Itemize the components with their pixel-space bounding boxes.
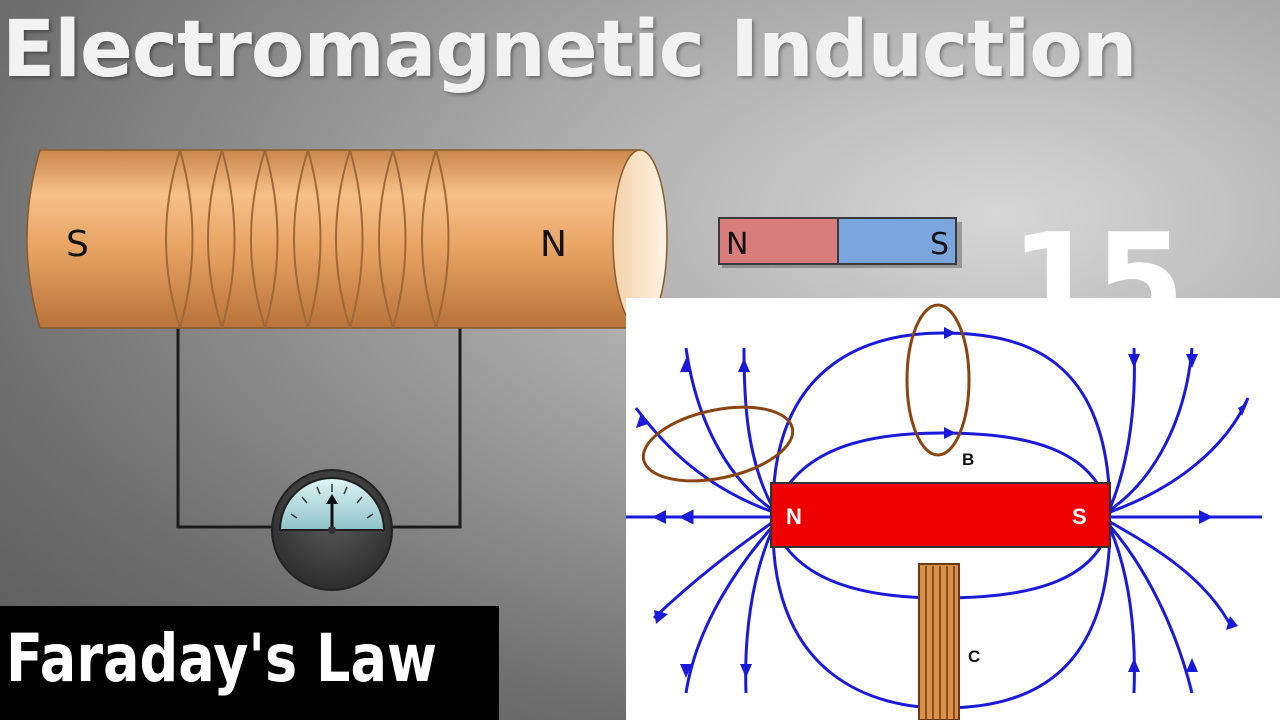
caption-background xyxy=(0,606,499,720)
loop-ring-top xyxy=(905,303,971,457)
solenoid-core xyxy=(26,149,668,329)
field-arrows xyxy=(636,327,1248,678)
field-diagram-north-label: N xyxy=(786,504,802,529)
small-bar-magnet xyxy=(718,217,962,268)
field-diagram-south-label: S xyxy=(1072,504,1087,529)
bar-magnet xyxy=(770,482,1111,548)
field-line-diagram: N S B C xyxy=(626,298,1280,720)
solenoid-coil xyxy=(165,149,450,329)
circuit-wire-right xyxy=(385,300,462,529)
galvanometer xyxy=(271,469,393,591)
small-magnet-north-label: N xyxy=(726,227,748,262)
loop-ring-left xyxy=(641,405,795,483)
solenoid-south-label: S xyxy=(66,224,89,265)
small-magnet-south-label: S xyxy=(930,227,949,262)
solenoid-north-label: N xyxy=(540,224,567,265)
caption-title: Faraday's Law xyxy=(6,620,438,697)
field-label-b: B xyxy=(962,450,974,469)
coil-c xyxy=(918,563,960,720)
coil-label-c: C xyxy=(968,647,980,666)
circuit-wire-left xyxy=(176,300,283,529)
page-title: Electromagnetic Induction xyxy=(2,5,1137,95)
